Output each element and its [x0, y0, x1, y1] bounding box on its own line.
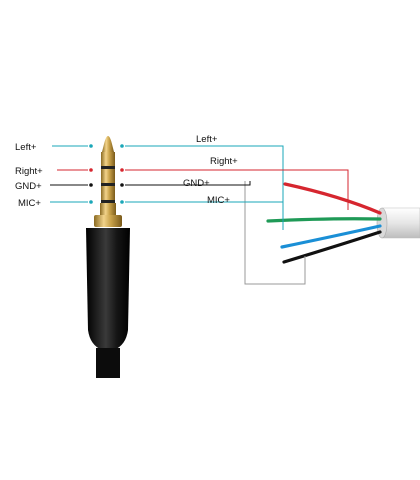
pin-line-right-right — [125, 169, 349, 210]
jack-collar — [94, 215, 122, 227]
pin-dot-right-gnd — [120, 183, 124, 187]
cable-wire-blue — [280, 224, 382, 249]
pin-dot-left-gnd — [89, 183, 93, 187]
jack-tip — [102, 136, 114, 152]
pin-dot-right-mic — [120, 200, 124, 204]
cable-wire-red — [283, 182, 382, 215]
pin-line-right-gnd — [125, 181, 251, 186]
left-labels: Left+ Right+ GND+ MIC+ — [15, 142, 43, 209]
right-label-mic: MIC+ — [207, 195, 230, 206]
right-label-left: Left+ — [196, 134, 218, 145]
jack-ring-1 — [101, 152, 115, 166]
pin-dot-right-left — [120, 144, 124, 148]
pin-line-right-mic — [125, 201, 284, 230]
jack-insulator-1 — [101, 166, 115, 169]
cable-wire-green — [266, 217, 382, 223]
jack-cable — [96, 348, 120, 378]
cable-sheath — [376, 207, 420, 239]
right-label-right: Right+ — [210, 156, 238, 167]
audio-jack-plug — [86, 136, 130, 378]
pin-lines — [50, 144, 349, 230]
jack-insulator-2 — [101, 183, 115, 186]
pin-dot-left-left — [89, 144, 93, 148]
left-label-mic: MIC+ — [18, 198, 41, 209]
cable-wire-black — [282, 230, 382, 264]
pin-line-right-left — [125, 145, 284, 222]
pin-dot-right-right — [120, 168, 124, 172]
jack-body — [86, 228, 130, 350]
left-label-left: Left+ — [15, 142, 37, 153]
left-label-gnd: GND+ — [15, 181, 42, 192]
right-labels: Left+ Right+ GND+ MIC+ — [183, 134, 238, 206]
jack-insulator-3 — [101, 200, 115, 203]
left-label-right: Right+ — [15, 166, 43, 177]
pin-dot-left-mic — [89, 200, 93, 204]
connector-box — [244, 181, 306, 285]
jack-sleeve — [100, 203, 116, 215]
jack-ring-2 — [101, 169, 115, 183]
cable-wires — [266, 182, 382, 264]
right-label-gnd: GND+ — [183, 178, 210, 189]
pin-dot-left-right — [89, 168, 93, 172]
jack-ring-3 — [101, 186, 115, 200]
